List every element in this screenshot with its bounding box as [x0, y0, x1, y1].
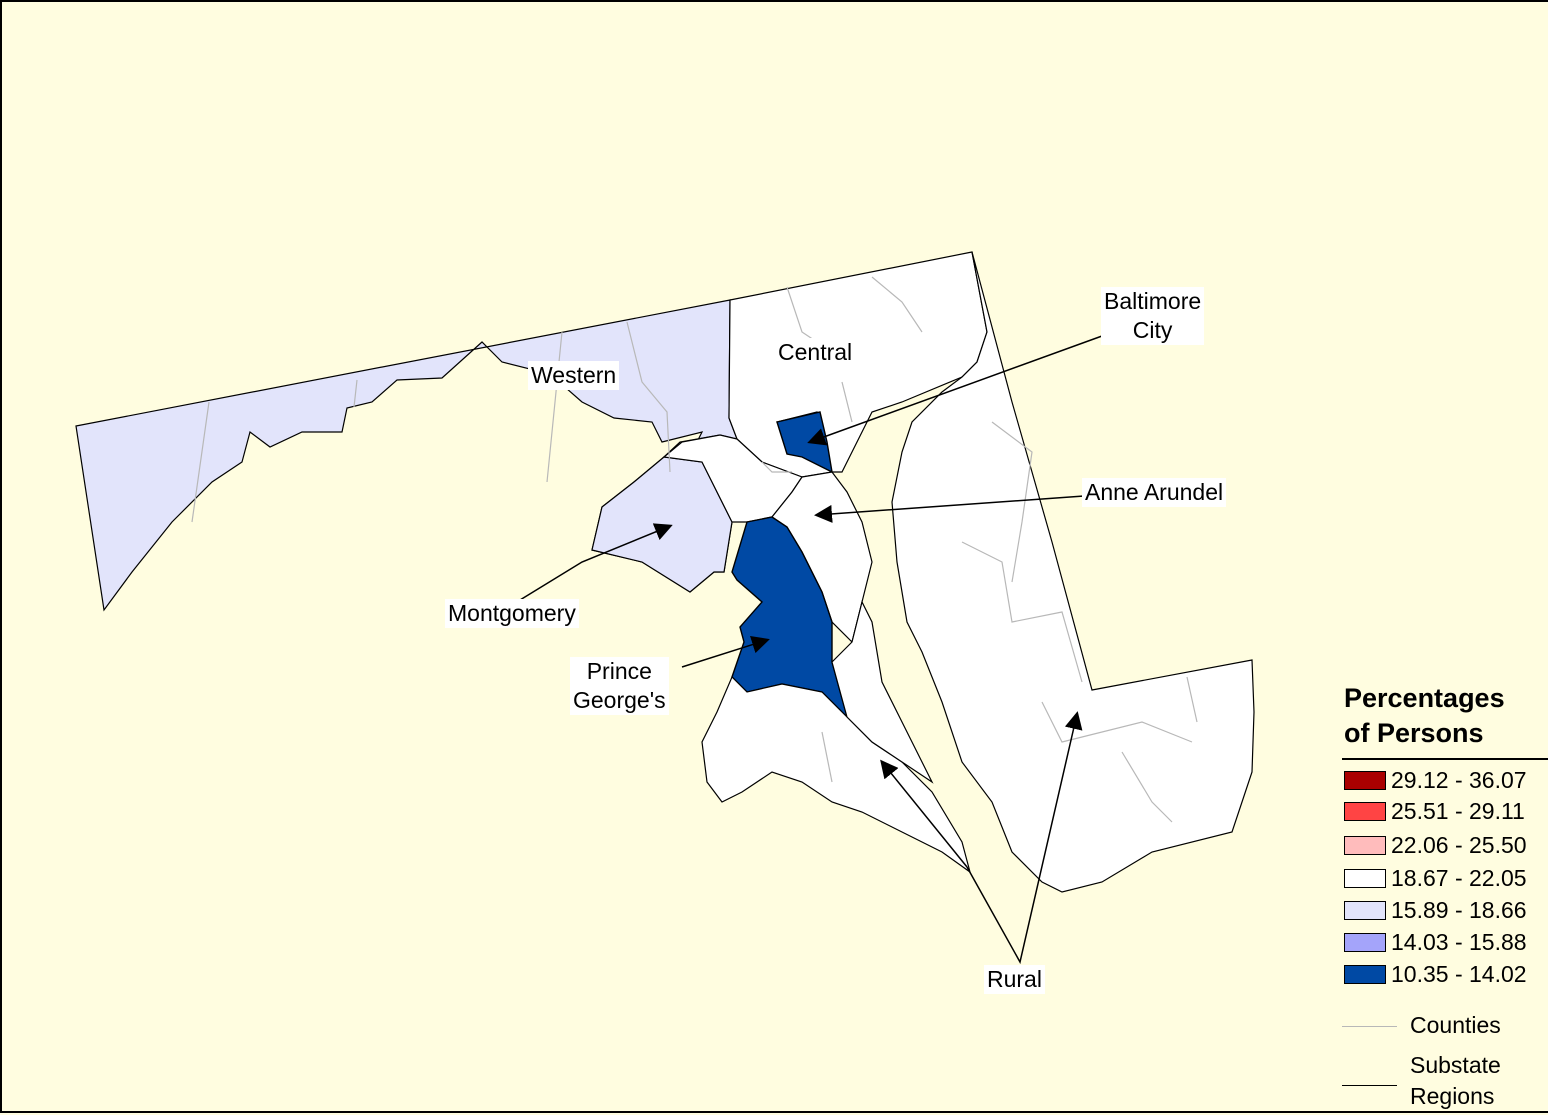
arrow-anne-arundel — [814, 495, 1085, 523]
legend-divider — [1342, 758, 1548, 760]
label-prince-georges: Prince George's — [570, 657, 669, 715]
arrow-prince-georges — [681, 635, 770, 668]
legend-swatch — [1344, 964, 1386, 984]
label-montgomery: Montgomery — [445, 599, 579, 628]
legend-range: 15.89 - 18.66 — [1391, 896, 1527, 923]
label-baltimore-city: Baltimore City — [1101, 287, 1205, 345]
legend-range: 18.67 - 22.05 — [1391, 864, 1527, 891]
region-rural-calvert — [831, 600, 934, 784]
legend-range: 22.06 - 25.50 — [1391, 831, 1527, 858]
legend-substate-line — [1342, 1085, 1397, 1086]
arrow-rural-west — [880, 759, 968, 868]
region-rural-eastern — [891, 251, 1255, 893]
legend-counties-line — [1342, 1026, 1397, 1027]
label-anne-arundel: Anne Arundel — [1082, 478, 1227, 507]
legend-item: 10.35 - 14.02 — [1344, 960, 1527, 987]
legend-range: 25.51 - 29.11 — [1391, 797, 1525, 824]
legend-range: 14.03 - 15.88 — [1391, 928, 1527, 955]
label-arrows — [519, 335, 1103, 965]
legend-range: 29.12 - 36.07 — [1391, 766, 1527, 793]
legend-swatch — [1344, 835, 1386, 855]
arrow-rural-lines — [966, 711, 1083, 965]
legend-item: 29.12 - 36.07 — [1344, 766, 1527, 793]
legend-item: 18.67 - 22.05 — [1344, 864, 1527, 891]
legend-swatch — [1344, 868, 1386, 888]
legend-range: 10.35 - 14.02 — [1391, 960, 1527, 987]
legend-item: 14.03 - 15.88 — [1344, 928, 1527, 955]
region-baltimore-city — [776, 411, 833, 474]
arrow-baltimore-city — [807, 335, 1103, 446]
legend-item: 15.89 - 18.66 — [1344, 896, 1527, 923]
legend-swatch — [1344, 932, 1386, 952]
legend-swatch — [1344, 801, 1386, 821]
region-western — [75, 299, 738, 612]
label-rural: Rural — [984, 965, 1045, 994]
legend-item: 22.06 - 25.50 — [1344, 831, 1527, 858]
legend-substate-label: Substate Regions — [1410, 1052, 1501, 1109]
label-western: Western — [528, 361, 620, 390]
legend-swatch — [1344, 770, 1386, 790]
region-rural-southern — [701, 675, 972, 874]
legend-counties-label: Counties — [1410, 1012, 1501, 1038]
arrow-montgomery — [519, 523, 673, 601]
legend-item: 25.51 - 29.11 — [1344, 797, 1525, 824]
legend-title: Percentages of Persons — [1344, 683, 1505, 748]
label-central: Central — [775, 338, 856, 367]
legend-swatch — [1344, 900, 1386, 920]
